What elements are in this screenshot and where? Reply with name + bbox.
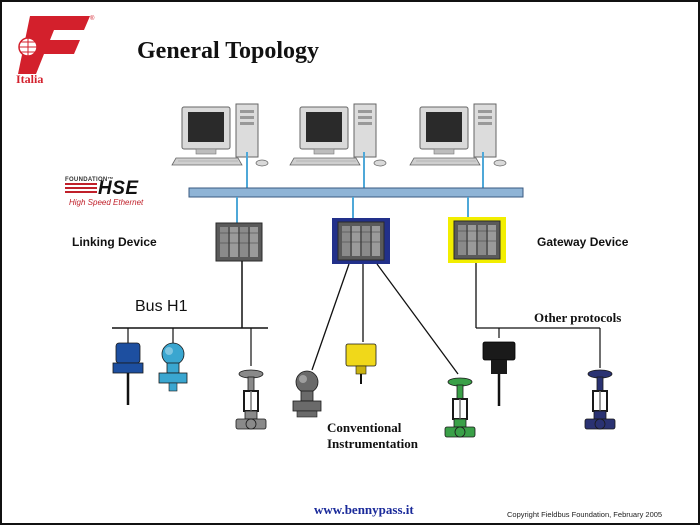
label-other-protocols: Other protocols xyxy=(534,310,622,325)
positioner-icon xyxy=(345,343,377,384)
logo-text: Italia xyxy=(16,72,44,86)
workstation-icon xyxy=(171,103,269,167)
linking-device-icon xyxy=(215,222,263,262)
footer-url-link[interactable]: www.bennypass.it xyxy=(314,502,414,517)
label-conventional-line2: Instrumentation xyxy=(327,436,419,451)
control-valve-icon xyxy=(584,369,616,430)
gateway-device-icon xyxy=(453,220,501,260)
page-title: General Topology xyxy=(137,38,320,64)
conventional-wire xyxy=(376,263,459,375)
transmitter-icon xyxy=(112,342,144,405)
hse-word: HSE xyxy=(98,178,139,199)
hse-ethernet-bus xyxy=(188,187,524,198)
label-gateway-device: Gateway Device xyxy=(537,235,629,249)
control-valve-icon xyxy=(235,369,267,430)
conventional-wire xyxy=(311,263,350,371)
positioner-icon xyxy=(482,341,516,406)
hse-brand: FOUNDATION™ xyxy=(65,177,114,183)
label-conventional-line1: Conventional xyxy=(327,420,402,435)
workstation-icon xyxy=(409,103,507,167)
hse-logo-icon xyxy=(65,183,97,193)
workstation-icon xyxy=(289,103,387,167)
label-bus-h1: Bus H1 xyxy=(135,298,188,315)
transmitter-icon xyxy=(292,370,322,418)
transmitter-icon xyxy=(158,342,188,392)
hse-subtitle: High Speed Ethernet xyxy=(69,198,144,207)
linking-device-icon xyxy=(337,221,385,261)
label-conventional-instrumentation: Conventional Instrumentation xyxy=(327,420,437,452)
footer-copyright: Copyright Fieldbus Foundation, February … xyxy=(507,510,663,519)
control-valve-icon xyxy=(444,377,476,438)
logo-icon: ® xyxy=(18,15,95,74)
label-linking-device: Linking Device xyxy=(72,235,157,249)
svg-text:®: ® xyxy=(90,15,95,22)
